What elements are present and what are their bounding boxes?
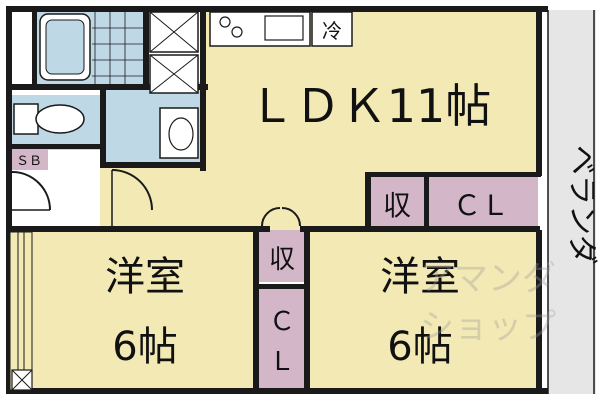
wall-rooms-top-right [300, 226, 540, 232]
bath-tiles [92, 12, 143, 84]
entrance-door-swing [11, 171, 51, 211]
shoe-box-label: ＳＢ [16, 154, 42, 169]
outer-wall-top [8, 6, 548, 12]
svg-text:ショップ: ショップ [420, 307, 556, 347]
wall-wash-right [200, 6, 206, 171]
storage-upper [370, 175, 425, 230]
outer-wall-bottom [8, 388, 548, 394]
bathtub-inner [45, 19, 85, 75]
toilet-tank [13, 103, 39, 135]
kitchen-sink [264, 15, 304, 41]
stove-burner-2 [231, 26, 243, 38]
outer-wall-right-lower [536, 230, 542, 390]
ldk-label: ＬＤＫ11帖 [249, 79, 492, 133]
storage-mid-label: 収 [269, 245, 295, 275]
wall-rooms-divider [253, 226, 259, 394]
outer-wall-left [6, 6, 12, 394]
ldk-floor-lower [100, 165, 370, 230]
storage-upper-label: 収 [383, 189, 411, 222]
wall-storage-top [365, 172, 541, 177]
balcony-label: ベランダ [564, 145, 599, 265]
shoe-box-area [10, 148, 48, 170]
stove-burner-1 [219, 16, 231, 28]
western-left-label-2: 6帖 [112, 324, 177, 370]
fridge-space [311, 11, 353, 47]
wall-wash-left [100, 84, 106, 168]
window-left [9, 231, 33, 391]
balcony-area [548, 10, 596, 394]
hall-door-swing [111, 169, 153, 211]
fridge-label: 冷 [322, 19, 342, 43]
western-right-label-1: 洋室 [380, 254, 460, 300]
wall-storage-split [424, 172, 429, 230]
closet-lower-label-2: Ｌ [269, 347, 295, 377]
toilet-bowl [35, 104, 85, 134]
storage-door-right [281, 207, 301, 227]
watermark: アマンダ ショップ [420, 259, 556, 347]
wall-bath-left [32, 6, 37, 90]
storage-door-left [261, 207, 281, 227]
wall-bath-bottom [8, 84, 208, 90]
closet-upper-label: ＣＬ [453, 189, 509, 222]
wall-rooms-divider-2 [304, 226, 310, 394]
wall-storage-left [365, 172, 371, 230]
closet-lower-label-1: Ｃ [269, 307, 295, 337]
western-room-right-floor [306, 230, 538, 390]
washbasin-bowl [168, 117, 194, 151]
outer-wall-right [536, 6, 542, 176]
svg-text:アマンダ: アマンダ [420, 259, 556, 299]
entrance-floor [12, 170, 52, 226]
closet-upper [425, 175, 538, 230]
wall-toilet-bottom [8, 144, 105, 149]
wall-rooms-top [8, 226, 270, 232]
storage-mid [258, 230, 306, 282]
western-left-label-1: 洋室 [105, 254, 185, 300]
closet-lower [258, 288, 306, 390]
western-room-left-floor [10, 230, 256, 390]
wall-closet-split [256, 284, 308, 289]
wall-bath-right [143, 6, 149, 86]
wall-wash-bottom [100, 162, 206, 168]
western-right-label-2: 6帖 [387, 324, 452, 370]
